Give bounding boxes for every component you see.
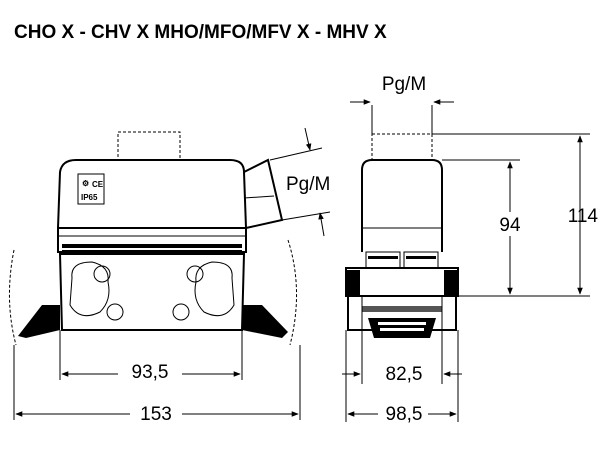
side-body-height-label: 94 — [499, 215, 521, 236]
side-rib-fill — [368, 256, 398, 259]
side-top-entry-outline — [371, 133, 433, 161]
pg-arrow-bottom — [318, 212, 325, 237]
side-inner-width-label: 82,5 — [386, 364, 423, 385]
pg-ext-top — [269, 147, 323, 161]
dim-93-bg — [118, 360, 182, 382]
side-pg-label: Pg/M — [382, 74, 426, 95]
side-foot-rib — [378, 322, 426, 325]
front-top-entry-outline — [117, 131, 181, 161]
front-pg-label: Pg/M — [286, 174, 330, 195]
side-rib-left — [365, 251, 401, 269]
side-hood-body — [361, 159, 443, 252]
pg-arrow-top — [304, 127, 312, 151]
left-lever-arc — [9, 249, 17, 346]
drawing-title: CHO X - CHV X MHO/MFO/MFV X - MHV X — [14, 22, 387, 43]
side-total-width-label: 98,5 — [386, 404, 423, 425]
right-flange — [242, 305, 288, 338]
front-inner-width-label: 93,5 — [132, 362, 169, 383]
side-base-shade — [362, 306, 442, 312]
band-rib — [62, 250, 242, 253]
dim-98-bg — [378, 400, 428, 422]
left-lever-lug — [69, 261, 124, 321]
label-ce-mark: CE — [92, 180, 104, 189]
front-hood-body — [57, 159, 247, 229]
front-view: ⚙ CE IP65 Pg/M — [9, 127, 331, 425]
label-brand-icon: ⚙ — [82, 179, 89, 188]
dim-153-bg — [130, 400, 182, 422]
front-total-width-label: 153 — [140, 404, 172, 425]
front-base — [58, 253, 246, 331]
label-box — [77, 173, 105, 205]
label-ip-rating: IP65 — [81, 193, 98, 202]
side-view: Pg/M 94 114 82,5 — [342, 74, 598, 425]
side-base-top — [345, 267, 459, 297]
side-total-height-label: 114 — [568, 206, 599, 227]
right-lever-arc — [287, 239, 298, 346]
side-rib-right — [403, 251, 439, 269]
left-flange — [18, 305, 60, 338]
front-hood-band — [57, 227, 247, 253]
front-side-entry — [243, 158, 284, 229]
pg-ext-bottom — [281, 211, 331, 221]
side-foot-rib — [380, 328, 424, 331]
side-base-right-block — [444, 270, 458, 296]
band-rib — [62, 244, 242, 248]
side-base-left-block — [346, 270, 360, 296]
dim-94-bg — [488, 212, 532, 236]
front-side-entry-line — [243, 195, 275, 199]
right-lever-lug — [172, 261, 235, 321]
side-rib-fill — [406, 256, 436, 259]
